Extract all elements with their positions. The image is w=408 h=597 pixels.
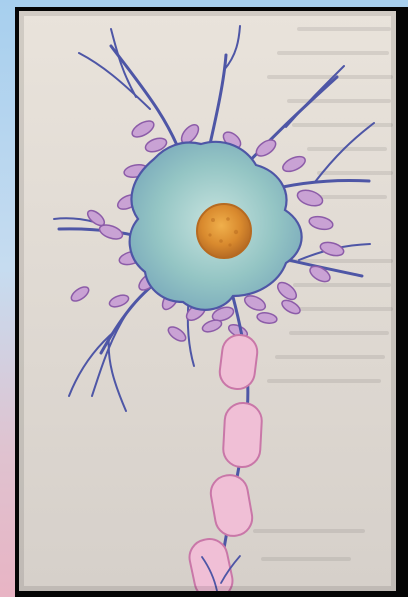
neuron-svg (19, 11, 396, 591)
image-frame (15, 7, 408, 597)
nucleus (197, 204, 251, 258)
neuron-illustration (19, 11, 396, 591)
